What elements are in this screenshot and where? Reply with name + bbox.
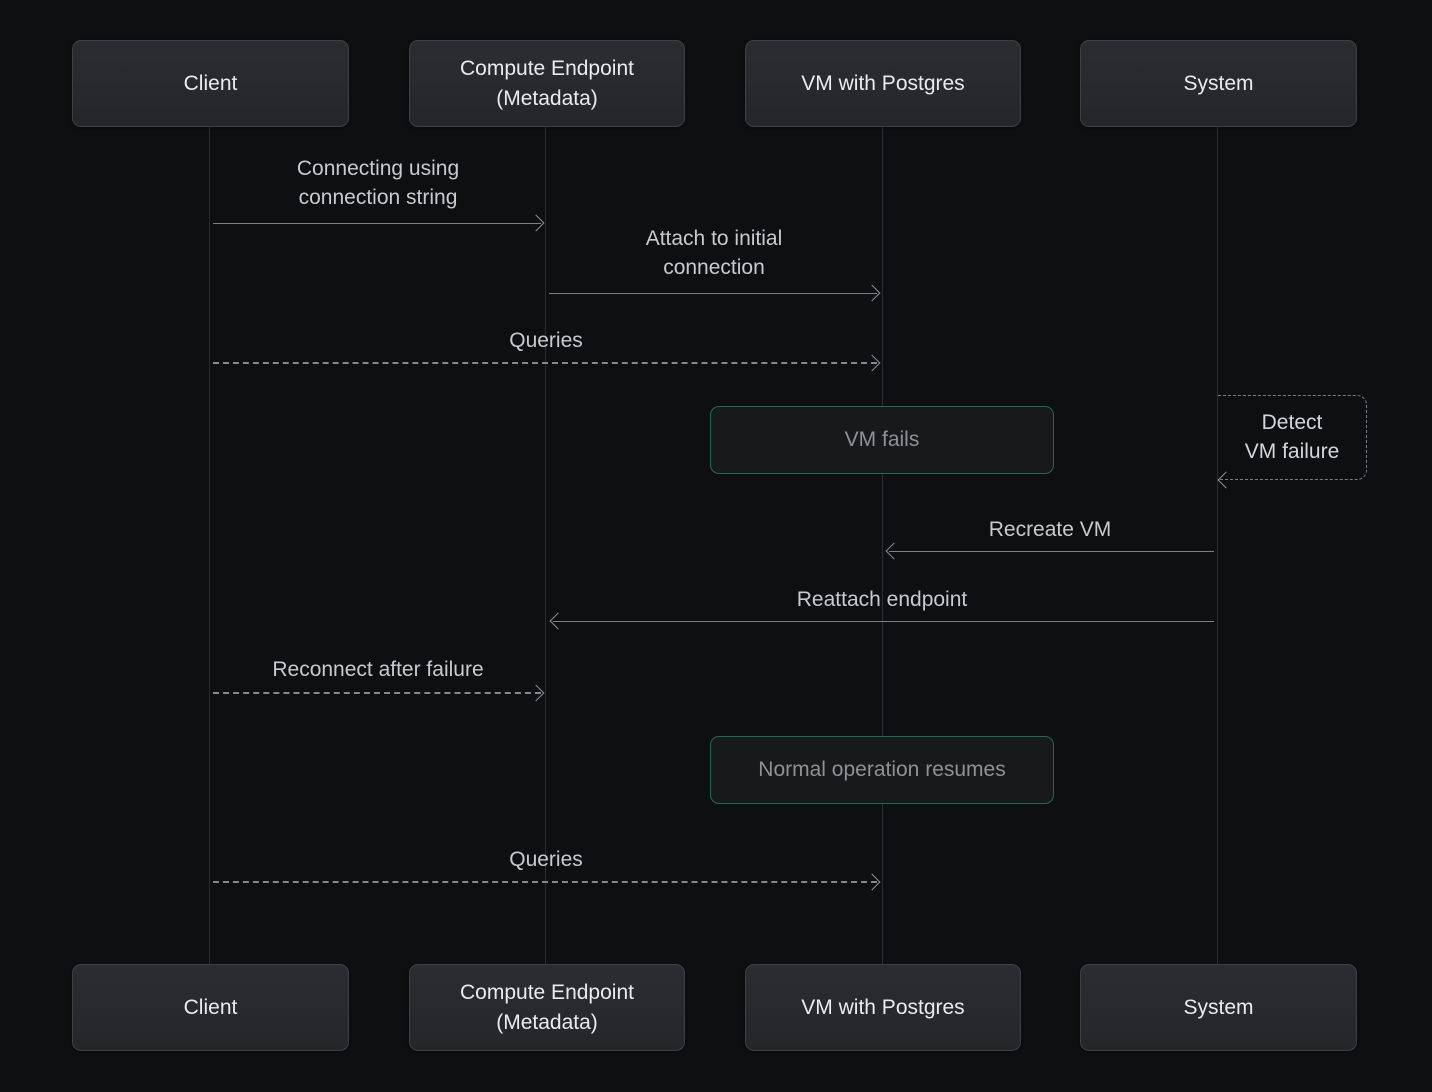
arrowhead-right-icon (527, 684, 545, 702)
message-arrow-reattach-endpoint (549, 612, 1214, 630)
self-message-detect-vm-failure: Detect VM failure (1217, 395, 1367, 489)
lifeline-vm-postgres (882, 127, 883, 965)
note-normal-operation-label: Normal operation resumes (758, 758, 1006, 781)
self-message-label: Detect VM failure (1244, 410, 1340, 463)
message-label-queries-1: Queries (509, 329, 583, 352)
arrowhead-right-icon (863, 284, 881, 302)
message-arrow-queries-2 (213, 873, 881, 891)
arrowhead-right-icon (863, 354, 881, 372)
note-normal-operation: Normal operation resumes (710, 736, 1054, 804)
message-label-queries-2: Queries (509, 848, 583, 871)
message-arrow-attach (549, 284, 881, 302)
actor-compute-endpoint-bottom: Compute Endpoint (Metadata) (409, 964, 685, 1051)
arrowhead-left-icon (1217, 471, 1235, 489)
message-label-attach: Attach to initial connection (645, 227, 783, 279)
actor-system-top: System (1080, 40, 1357, 127)
actor-client-top: Client (72, 40, 349, 127)
arrowhead-left-icon (885, 542, 903, 560)
actor-system-bottom: System (1080, 964, 1357, 1051)
note-vm-fails: VM fails (710, 406, 1054, 474)
message-label-recreate-vm: Recreate VM (988, 518, 1112, 541)
lifeline-client (209, 127, 210, 965)
actor-client-bottom: Client (72, 964, 349, 1051)
message-label-connecting: Connecting using connection string (296, 157, 460, 209)
lifeline-compute-endpoint (545, 127, 546, 965)
message-arrow-connecting (213, 214, 545, 232)
arrowhead-left-icon (549, 612, 567, 630)
actor-vm-postgres-bottom: VM with Postgres (745, 964, 1021, 1051)
arrowhead-right-icon (527, 214, 545, 232)
message-label-reattach-endpoint: Reattach endpoint (796, 588, 968, 611)
actor-vm-postgres-top: VM with Postgres (745, 40, 1021, 127)
message-label-reconnect: Reconnect after failure (272, 658, 484, 681)
arrowhead-right-icon (863, 873, 881, 891)
message-arrow-recreate-vm (885, 542, 1214, 560)
note-vm-fails-label: VM fails (844, 428, 920, 451)
lifeline-system (1217, 127, 1218, 965)
message-arrow-reconnect (213, 684, 545, 702)
actor-compute-endpoint-top: Compute Endpoint (Metadata) (409, 40, 685, 127)
message-arrow-queries-1 (213, 354, 881, 372)
